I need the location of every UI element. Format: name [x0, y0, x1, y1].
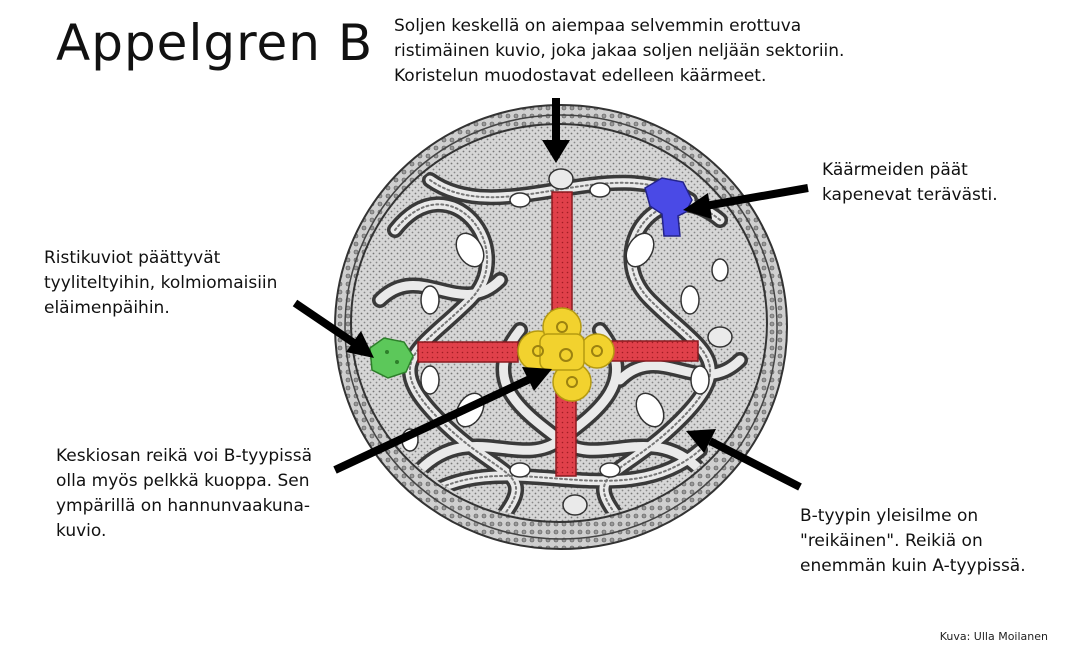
rim-knob: [562, 494, 588, 516]
arrows: [292, 98, 809, 491]
animal-head-left: [369, 337, 414, 379]
arrow-left-top: [292, 299, 374, 358]
cross-arm-right: [601, 340, 699, 362]
annotation-top-line: Koristelun muodostavat edelleen käärmeet…: [394, 66, 767, 86]
annotation-top-line: Soljen keskellä on aiempaa selvemmin ero…: [394, 16, 802, 36]
cross-arm-left: [417, 341, 519, 363]
center-knot: [517, 307, 615, 402]
page-title: Appelgren B: [56, 14, 374, 72]
arrow-right-bottom: [686, 429, 802, 491]
annotation-right-bottom-line: "reikäinen". Reikiä on: [800, 531, 983, 551]
annotation-left-top-line: Ristikuviot päättyvät: [44, 248, 221, 268]
annotation-top: Soljen keskellä on aiempaa selvemmin ero…: [394, 14, 844, 89]
image-credit: Kuva: Ulla Moilanen: [939, 630, 1048, 643]
cross-arm-top: [551, 191, 573, 311]
annotation-right-bottom: B-tyypin yleisilme on "reikäinen". Reiki…: [800, 504, 1026, 579]
annotation-left-bottom-line: kuvio.: [56, 521, 107, 541]
annotation-left-bottom-line: ympärillä on hannunvaakuna-: [56, 496, 310, 516]
arrow-top: [542, 98, 570, 163]
annotation-left-top-line: tyyliteltyihin, kolmiomaisiin: [44, 273, 278, 293]
annotation-left-bottom-line: Keskiosan reikä voi B-tyypissä: [56, 446, 313, 466]
annotation-top-line: ristimäinen kuvio, joka jakaa soljen nel…: [394, 41, 845, 61]
annotation-right-bottom-line: enemmän kuin A-tyypissä.: [800, 556, 1026, 576]
rim-knob: [707, 326, 733, 348]
annotation-left-bottom: Keskiosan reikä voi B-tyypissä olla myös…: [56, 444, 312, 544]
annotation-right-top-line: kapenevat terävästi.: [822, 185, 998, 205]
cross-arm-bottom: [555, 391, 577, 477]
snake-head: [644, 177, 693, 237]
arrow-left-bottom: [333, 367, 552, 474]
annotation-left-bottom-line: olla myös pelkkä kuoppa. Sen: [56, 471, 310, 491]
annotation-left-top-line: eläimenpäihin.: [44, 298, 170, 318]
annotation-right-bottom-line: B-tyypin yleisilme on: [800, 506, 979, 526]
rim-knob: [548, 168, 574, 190]
annotation-right-top: Käärmeiden päät kapenevat terävästi.: [822, 158, 998, 208]
arrow-right-top: [683, 184, 809, 219]
annotation-left-top: Ristikuviot päättyvät tyyliteltyihin, ko…: [44, 246, 277, 321]
annotation-right-top-line: Käärmeiden päät: [822, 160, 968, 180]
